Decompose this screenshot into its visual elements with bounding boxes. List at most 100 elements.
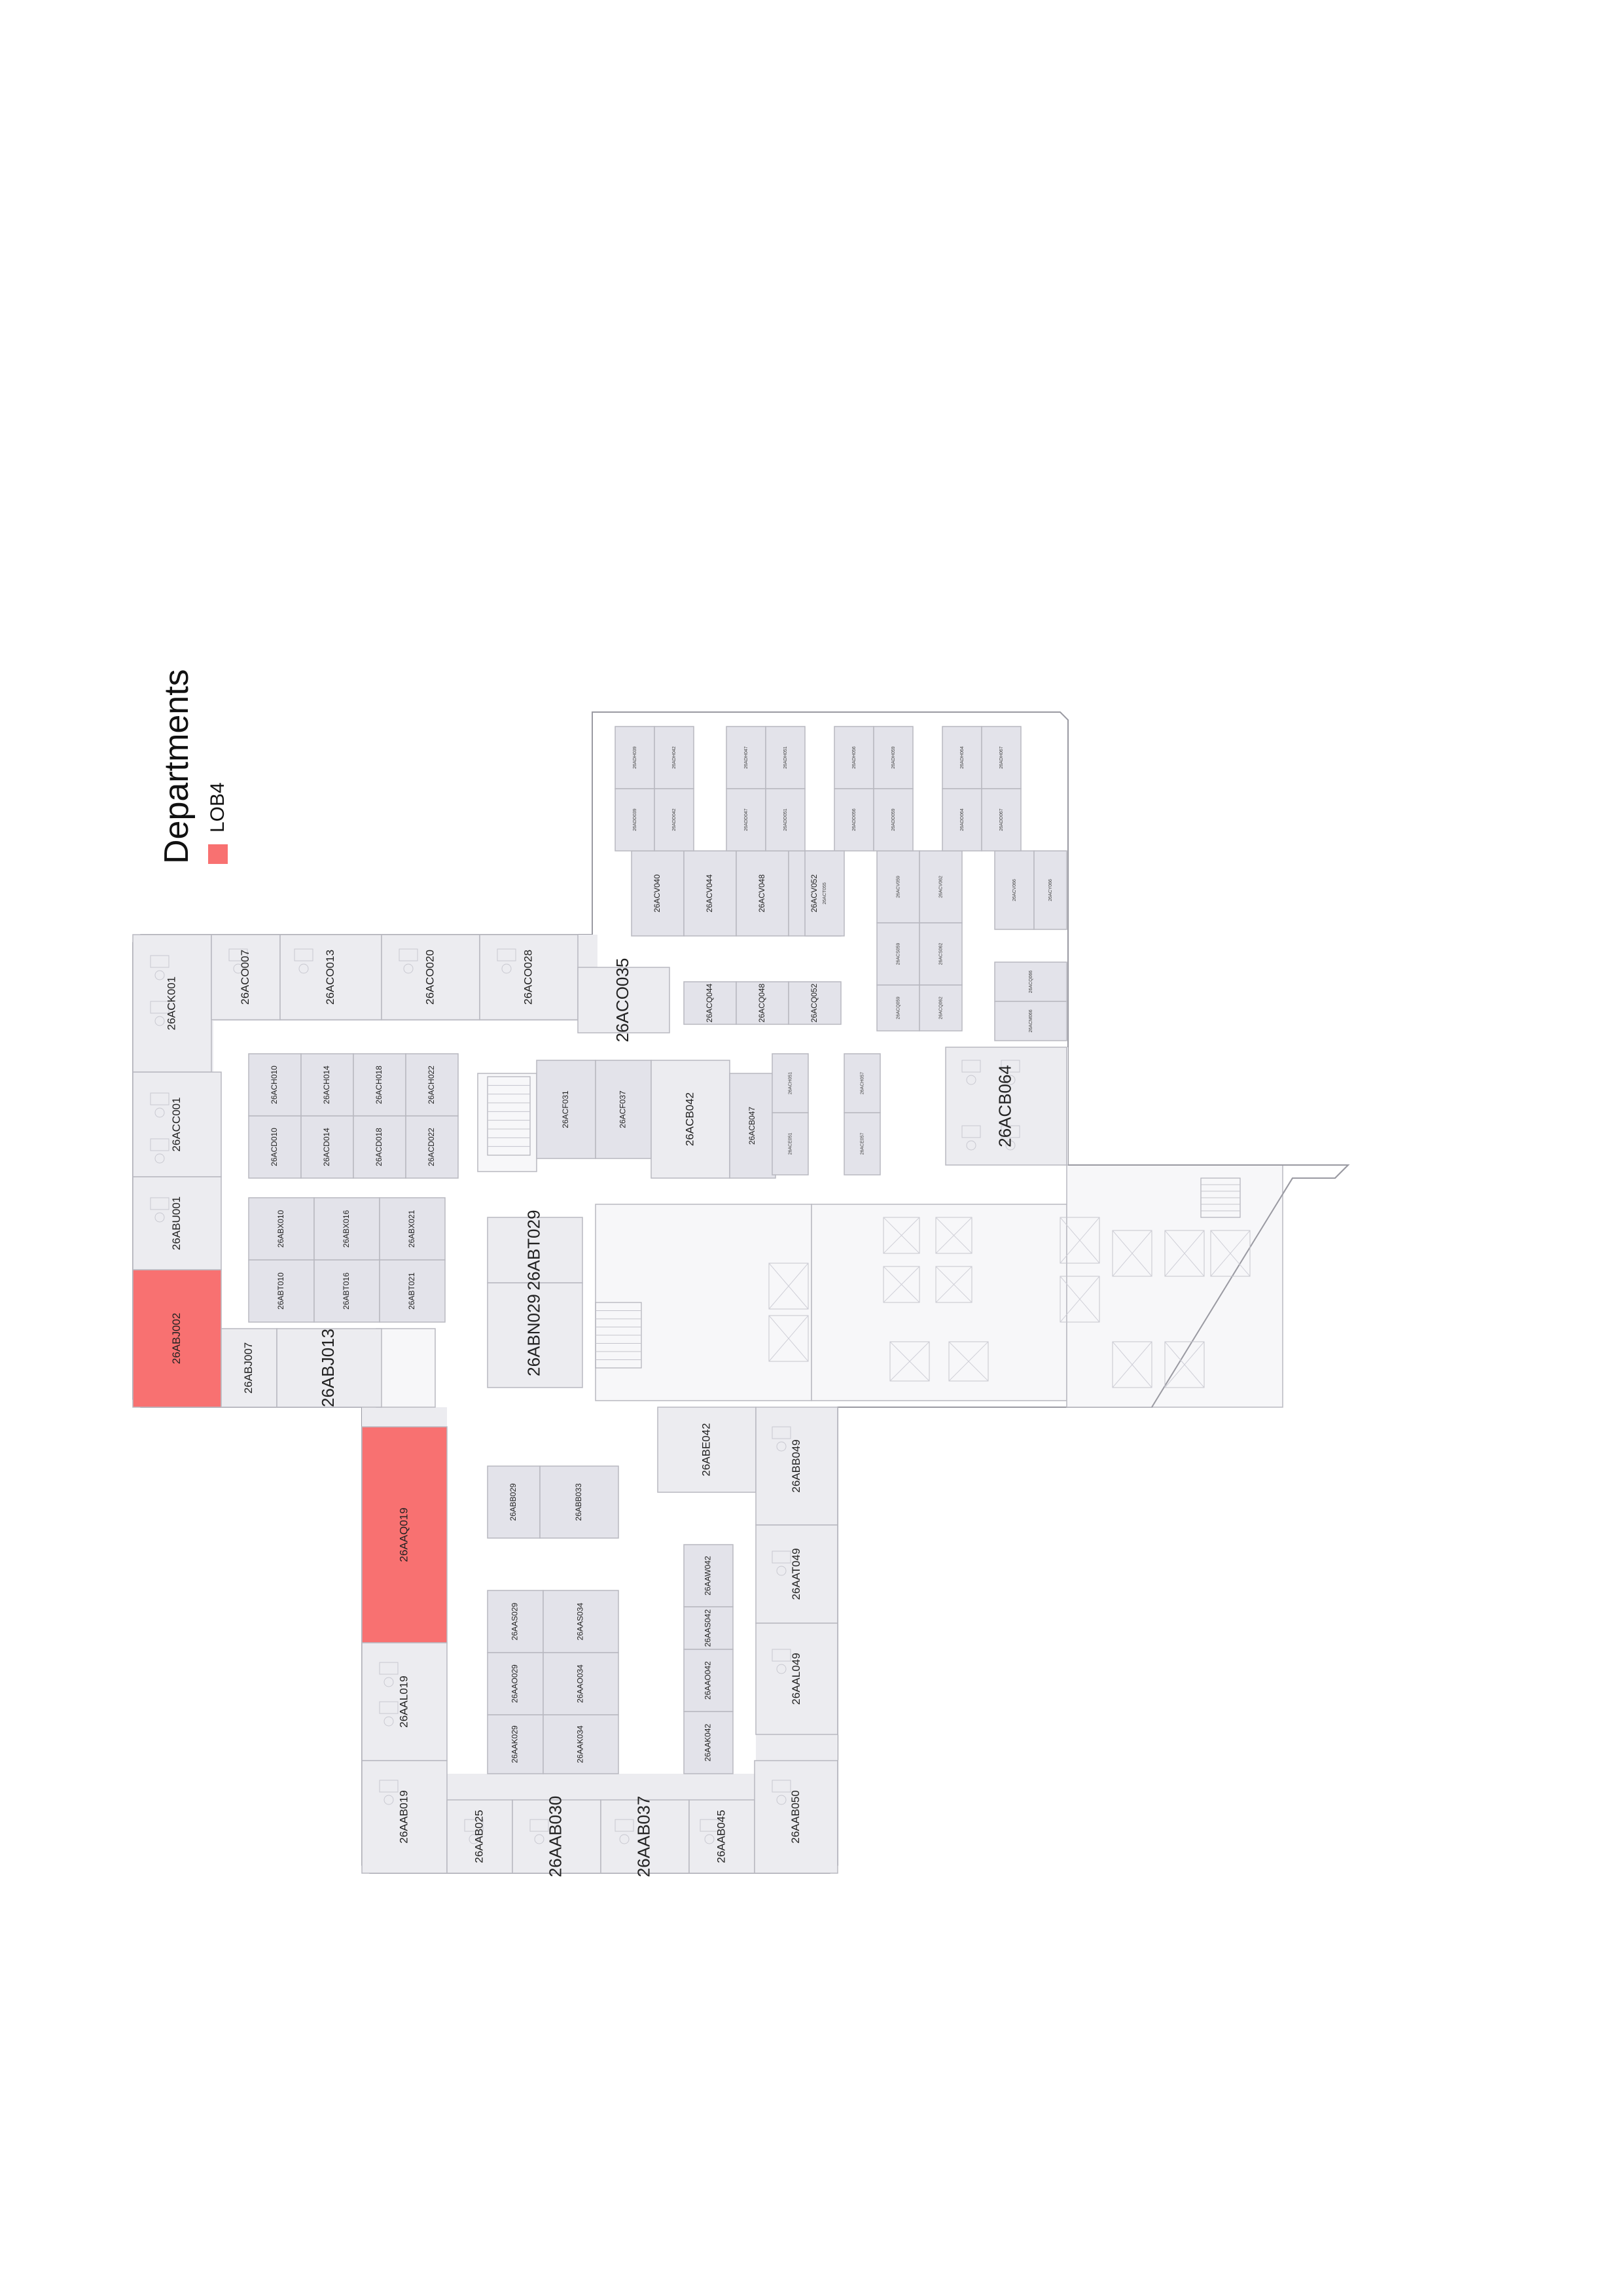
desk (379, 1662, 399, 1675)
room-label: 26ADH039 (633, 746, 637, 768)
chair (1005, 1075, 1016, 1085)
room-label: 26ACH018 (374, 1066, 383, 1104)
room-label: 26ABT021 (407, 1272, 416, 1310)
room-label: 26ACT055 (823, 882, 827, 905)
desk (379, 1701, 399, 1714)
room-26aaw042 (683, 1544, 734, 1607)
room-26add067 (981, 788, 1022, 852)
room-label: 26ABB029 (508, 1483, 518, 1521)
room-label: 26ADD039 (633, 808, 637, 831)
room-26add047 (726, 788, 766, 852)
chair (966, 1140, 976, 1151)
room-26ack001 (132, 934, 212, 1073)
service-core (376, 1328, 436, 1408)
room-label: 26ABE042 (700, 1423, 712, 1476)
legend-item-lob4: LOB4 (207, 782, 229, 864)
room-26acy066 (1033, 850, 1067, 930)
shaft-hatch (948, 1341, 989, 1382)
room-label: 26ABT029 (524, 1210, 543, 1291)
desk (961, 1060, 981, 1073)
room-label: 26ACD010 (270, 1128, 279, 1166)
room-26aao042 (683, 1649, 734, 1712)
room-label: 26ADH067 (999, 746, 1004, 768)
legend-swatch (208, 844, 228, 864)
shaft (883, 1217, 920, 1254)
room-label: 26ACO013 (324, 950, 336, 1005)
chair (704, 1834, 715, 1844)
shaft (935, 1266, 972, 1303)
room-26acf037 (595, 1060, 652, 1159)
shaft-hatch (1060, 1276, 1100, 1323)
room-label: 26ACQ066 (1029, 971, 1033, 994)
room-26abt029 (487, 1217, 583, 1283)
shaft (1060, 1276, 1100, 1323)
chair (776, 1441, 787, 1452)
chair (469, 1834, 479, 1844)
room-label: 26AAL049 (790, 1653, 802, 1704)
shaft (768, 1315, 809, 1362)
shaft-hatch (768, 1315, 809, 1362)
room-label: 26ABU001 (170, 1196, 183, 1250)
room-26acv062 (919, 850, 963, 924)
chair (383, 1677, 394, 1687)
room-label: 26ACY066 (1048, 879, 1053, 901)
desk (294, 948, 313, 961)
room-26aas034 (543, 1590, 619, 1653)
wing-outline (1068, 1164, 1350, 1408)
shaft-hatch (1060, 1217, 1100, 1264)
chair (534, 1834, 544, 1844)
room-label: 26ACH014 (322, 1066, 331, 1104)
room-26aab019 (361, 1760, 448, 1874)
room-label: 26ADH051 (783, 746, 788, 768)
shaft-hatch (889, 1341, 930, 1382)
room-label: 26AAK034 (576, 1725, 585, 1763)
room-label: 26ABX021 (407, 1210, 416, 1247)
room-label: 26ACV040 (652, 874, 662, 912)
shaft-hatch (1164, 1230, 1205, 1277)
desk (150, 1138, 169, 1151)
room-26aas042 (683, 1606, 734, 1650)
room-label: 26ACC001 (170, 1097, 183, 1151)
room-label: 26ABT010 (276, 1272, 285, 1310)
room-label: 26ABX010 (276, 1210, 285, 1247)
room-26ach057 (844, 1053, 881, 1113)
service-core (477, 1073, 537, 1172)
room-26add039 (615, 788, 655, 852)
room-26adh039 (615, 726, 655, 789)
room-label: 26AAT049 (790, 1548, 802, 1600)
room-label: 26ACH022 (427, 1066, 436, 1104)
room-26abt010 (248, 1259, 315, 1323)
room-26abt016 (313, 1259, 380, 1323)
room-label: 26ABX016 (342, 1210, 351, 1247)
room-26aaq019 (361, 1426, 448, 1643)
room-label: 26ADD042 (672, 808, 677, 831)
room-label: 26ACV062 (938, 876, 943, 898)
room-26add059 (873, 788, 914, 852)
room-26abj002 (132, 1269, 222, 1408)
chair (154, 1016, 165, 1026)
room-label: 26AAB045 (715, 1810, 727, 1863)
room-label: 26ABB033 (574, 1483, 583, 1521)
room-label: 26AAK042 (704, 1723, 713, 1761)
shaft (1164, 1341, 1205, 1388)
room-label: 26ACO020 (423, 950, 436, 1005)
room-26acq066 (994, 961, 1067, 1002)
desk (150, 1001, 169, 1014)
room-26acd022 (405, 1115, 459, 1179)
room-label: 26ADH047 (744, 746, 749, 768)
desk (772, 1426, 791, 1439)
room-label: 26ABN029 (524, 1294, 543, 1376)
desk (464, 1819, 484, 1832)
shaft-hatch (1112, 1230, 1152, 1277)
chair (233, 963, 243, 974)
shaft-hatch (1210, 1230, 1251, 1277)
room-26aab050 (754, 1760, 838, 1874)
room-label: 26AAW042 (704, 1556, 713, 1596)
desk (772, 1649, 791, 1662)
shaft (1210, 1230, 1251, 1277)
room-26aal019 (361, 1642, 448, 1761)
fixtures (150, 948, 1251, 1844)
room-label: 26ABJ013 (318, 1329, 338, 1407)
